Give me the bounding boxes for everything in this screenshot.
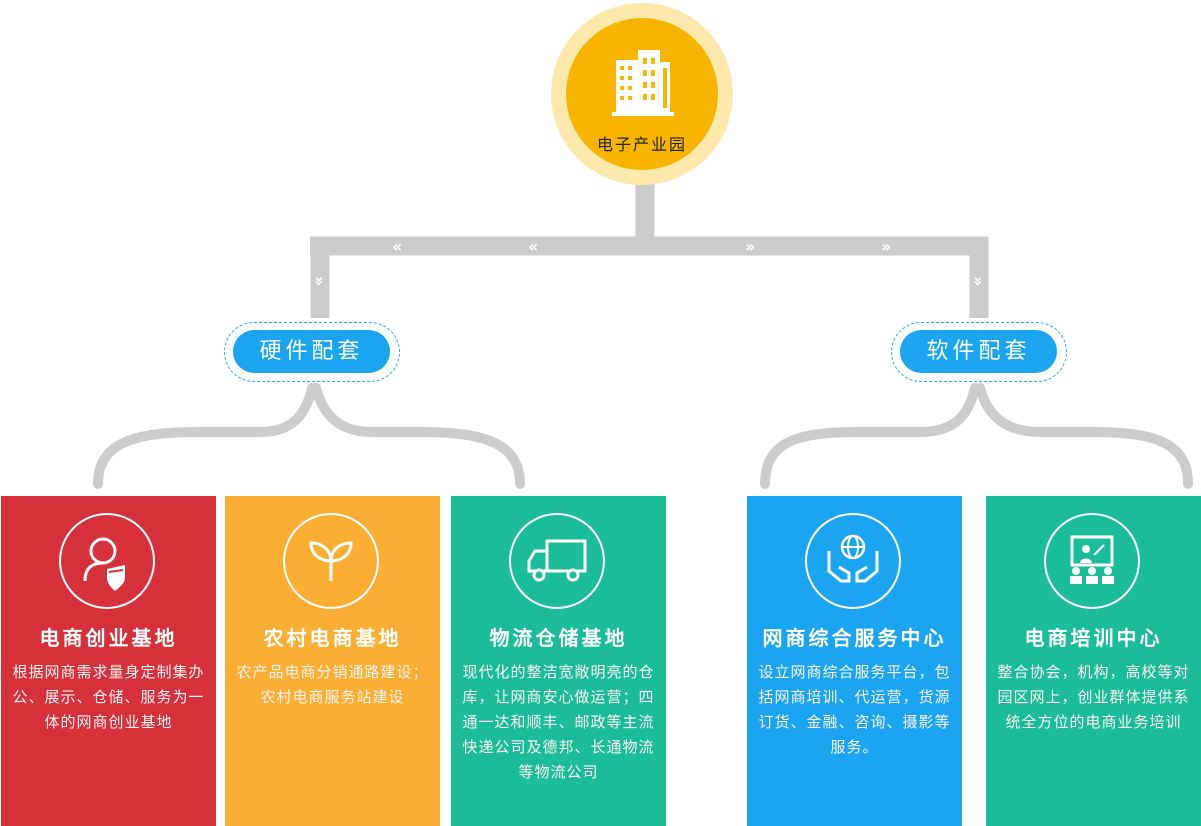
- category-label: 软件配套: [900, 330, 1057, 373]
- card-description: 现代化的整洁宽敞明亮的仓库，让网商安心做运营；四通一达和顺丰、邮政等主流快递公司…: [462, 663, 655, 781]
- card-description: 整合协会，机构，高校等对园区网上，创业群体提供系统全方位的电商业务培训: [997, 663, 1190, 731]
- card-description: 农产品电商分销通路建设；农村电商服务站建设: [236, 663, 429, 706]
- root-node: 电子产业园: [551, 3, 733, 185]
- card-title: 电商创业基地: [39, 626, 178, 650]
- card-description: 根据网商需求量身定制集办公、展示、仓储、服务为一体的网商创业基地: [12, 663, 205, 731]
- arrow-marks: « « » » » »: [310, 237, 988, 286]
- card-logistics-base: 物流仓储基地 现代化的整洁宽敞明亮的仓库，让网商安心做运营；四通一达和顺丰、邮政…: [451, 496, 666, 826]
- bracket-right-b: [975, 383, 1193, 489]
- card-title: 物流仓储基地: [489, 626, 628, 650]
- bracket-right-a: [760, 383, 980, 489]
- sprout-icon: [283, 513, 379, 609]
- truck-icon: [509, 513, 605, 609]
- building-icon: [612, 50, 674, 116]
- chevron-left-icon: «: [528, 237, 538, 256]
- chevron-right-icon: »: [745, 237, 755, 256]
- chevron-left-icon: «: [392, 237, 402, 256]
- chevron-right-icon: »: [881, 237, 891, 256]
- bracket-left-a: [93, 383, 317, 489]
- category-label: 硬件配套: [233, 330, 390, 373]
- card-title: 电商培训中心: [1024, 626, 1163, 650]
- card-ecommerce-startup-base: 电商创业基地 根据网商需求量身定制集办公、展示、仓储、服务为一体的网商创业基地: [1, 496, 216, 826]
- person-shield-icon: [59, 513, 155, 609]
- globe-hands-icon: [805, 513, 901, 609]
- category-hardware: 硬件配套: [224, 322, 400, 382]
- root-circle: 电子产业园: [566, 18, 718, 170]
- card-training-center: 电商培训中心 整合协会，机构，高校等对园区网上，创业群体提供系统全方位的电商业务…: [986, 496, 1201, 826]
- category-software: 软件配套: [891, 322, 1067, 382]
- card-description: 设立网商综合服务平台，包括网商培训、代运营，货源订货、金融、咨询、摄影等服务。: [758, 663, 951, 756]
- root-label: 电子产业园: [596, 135, 687, 154]
- chevron-down-icon: »: [969, 276, 988, 286]
- bracket-left-b: [311, 383, 525, 489]
- training-icon: [1044, 513, 1140, 609]
- card-service-center: 网商综合服务中心 设立网商综合服务平台，包括网商培训、代运营，货源订货、金融、咨…: [747, 496, 962, 826]
- card-rural-ecommerce-base: 农村电商基地 农产品电商分销通路建设；农村电商服务站建设: [225, 496, 440, 826]
- chevron-down-icon: »: [310, 276, 329, 286]
- card-title: 农村电商基地: [263, 626, 402, 650]
- card-title: 网商综合服务中心: [762, 626, 947, 650]
